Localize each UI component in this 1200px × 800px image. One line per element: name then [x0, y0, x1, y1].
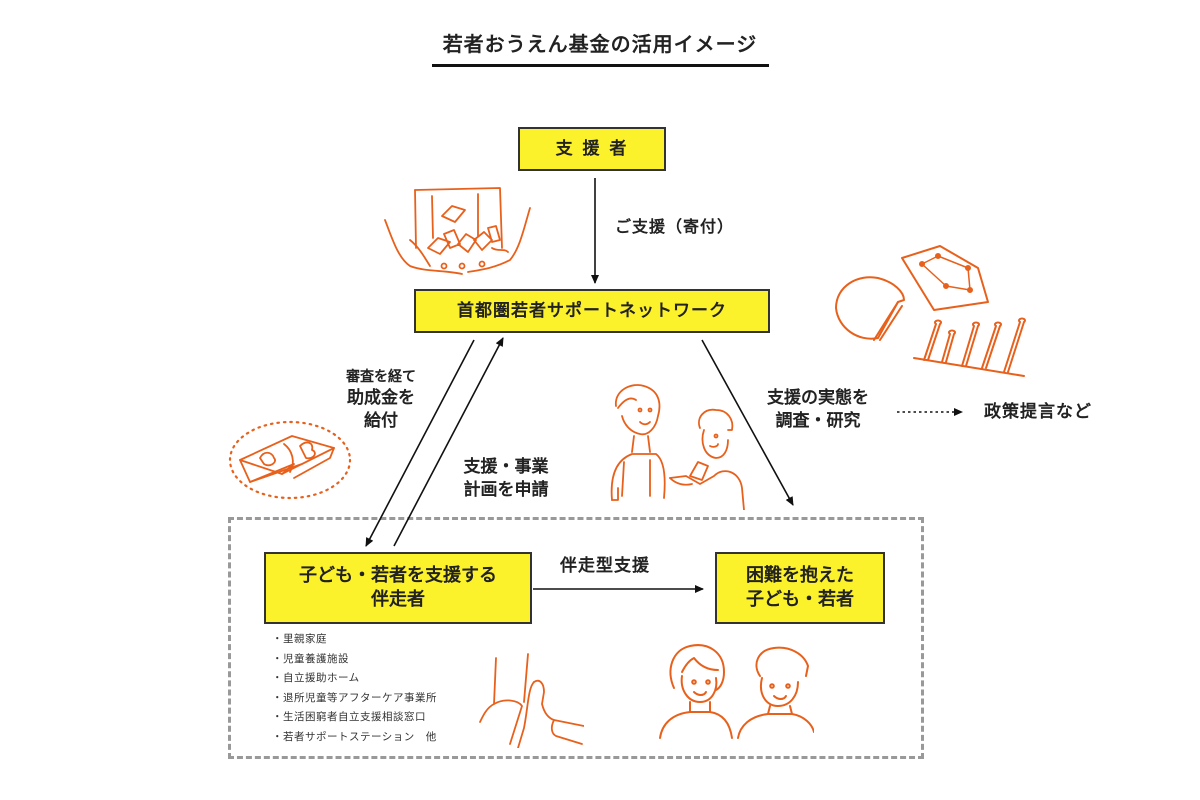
youth-label-line2: 子ども・若者 — [746, 589, 854, 610]
network-label: 首都圏若者サポートネットワーク — [457, 300, 727, 321]
companion-examples-list: 里親家庭 児童養護施設 自立援助ホーム 退所児童等アフターケア事業所 生活困窮者… — [272, 630, 437, 747]
grant-label-line2: 助成金を — [347, 387, 415, 408]
youth-faces-icon — [659, 644, 814, 739]
youth-box: 困難を抱えた 子ども・若者 — [715, 552, 885, 624]
title-underline — [432, 64, 769, 67]
policy-label: 政策提言など — [984, 402, 1092, 422]
conversation-people-icon — [610, 384, 745, 510]
research-label-line1: 支援の実態を — [767, 388, 869, 408]
grant-label: 審査を経て 助成金を 給付 — [326, 368, 436, 433]
research-arrow — [701, 339, 794, 506]
list-item: 里親家庭 — [272, 630, 437, 650]
apply-label: 支援・事業 計画を申請 — [444, 456, 568, 502]
list-item: 児童養護施設 — [272, 650, 437, 670]
research-label: 支援の実態を 調査・研究 — [748, 387, 888, 433]
grant-label-line3: 給付 — [364, 410, 398, 431]
supporter-box: 支 援 者 — [518, 127, 666, 171]
page-title: 若者おうえん基金の活用イメージ — [442, 32, 758, 56]
list-item: 若者サポートステーション 他 — [272, 728, 437, 748]
donation-box-icon — [384, 187, 531, 275]
companion-box: 子ども・若者を支援する 伴走者 — [264, 552, 532, 624]
companion-label-line1: 子ども・若者を支援する — [299, 564, 497, 586]
supporter-label: 支 援 者 — [555, 138, 629, 159]
apply-label-line2: 計画を申請 — [463, 479, 549, 500]
list-item: 退所児童等アフターケア事業所 — [272, 689, 437, 709]
charts-icon — [835, 245, 1026, 377]
money-bundle-icon — [228, 420, 352, 500]
grant-label-line1: 審査を経て — [346, 369, 416, 385]
beneficiary-region — [228, 517, 924, 759]
companion-label-line2: 伴走者 — [371, 589, 425, 610]
research-label-line2: 調査・研究 — [775, 410, 861, 431]
network-box: 首都圏若者サポートネットワーク — [414, 289, 770, 333]
list-item: 生活困窮者自立支援相談窓口 — [272, 708, 437, 728]
donation-label: ご支援（寄付） — [615, 217, 735, 236]
grant-arrow — [365, 339, 475, 547]
accompany-label: 伴走型支援 — [560, 556, 650, 576]
hands-icon — [479, 653, 584, 748]
list-item: 自立援助ホーム — [272, 669, 437, 689]
apply-arrow — [393, 337, 504, 547]
youth-label-line1: 困難を抱えた — [746, 564, 854, 586]
apply-label-line1: 支援・事業 — [463, 457, 549, 477]
